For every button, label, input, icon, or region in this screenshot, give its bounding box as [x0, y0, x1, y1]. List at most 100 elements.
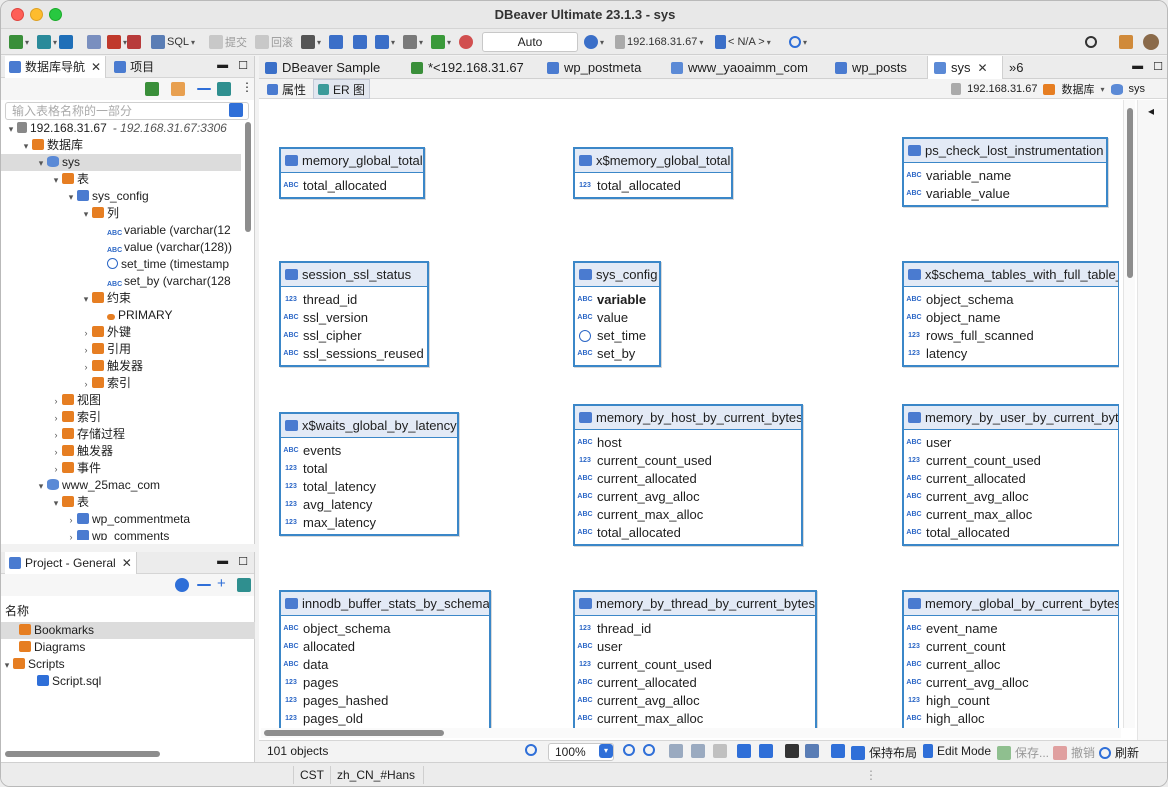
tree-item[interactable]: ▾约束 — [1, 290, 241, 307]
tab-project-general[interactable]: Project - General ✕ — [5, 551, 137, 574]
commit-button[interactable]: 提交 — [209, 33, 247, 51]
search-button[interactable]: ▾ — [789, 33, 807, 51]
chevron-down-icon[interactable]: ▾ — [38, 158, 44, 168]
transaction-mode-select[interactable]: Auto — [482, 32, 578, 52]
chevron-down-icon[interactable]: ▾ — [53, 175, 59, 185]
grid-button[interactable] — [691, 744, 705, 758]
tree-item[interactable]: ▾192.168.31.67- 192.168.31.67:3306 — [1, 120, 241, 137]
tree-item[interactable]: ›wp_comments — [1, 528, 241, 540]
dashboard-button[interactable] — [353, 33, 367, 51]
collapse-palette-icon[interactable]: ◂ — [1148, 104, 1155, 118]
chevron-down-icon[interactable]: ▾ — [83, 294, 89, 304]
collapse-all-icon[interactable] — [197, 88, 211, 90]
settings-button[interactable] — [459, 33, 473, 51]
editor-tab[interactable]: www_yaoaimm_com — [665, 56, 829, 79]
chevron-right-icon[interactable]: › — [54, 413, 58, 423]
breadcrumb-database[interactable]: 数据库 — [1061, 84, 1095, 96]
tree-item[interactable]: ›触发器 — [1, 358, 241, 375]
active-schema-select[interactable]: < N/A >▾ — [715, 33, 771, 51]
tree-item[interactable]: ›视图 — [1, 392, 241, 409]
new-folder-icon[interactable] — [171, 82, 185, 96]
print-button[interactable] — [785, 744, 799, 758]
zoom-dropdown-button[interactable]: ▾ — [599, 744, 613, 758]
edit-mode-button[interactable]: Edit Mode — [923, 744, 991, 758]
maximize-panel-button[interactable]: ☐ — [238, 60, 248, 72]
save-button[interactable]: 保存... — [997, 744, 1049, 761]
plugin-button[interactable] — [87, 33, 101, 51]
export-image-button[interactable] — [805, 744, 819, 758]
diagram-horizontal-scrollbar[interactable] — [261, 728, 1121, 738]
status-more-icon[interactable]: ⋮ — [865, 768, 877, 782]
tree-item[interactable]: ›触发器 — [1, 443, 241, 460]
tree-item[interactable]: ›wp_commentmeta — [1, 511, 241, 528]
outline-button[interactable] — [759, 744, 773, 758]
chevron-right-icon[interactable]: › — [84, 379, 88, 389]
chevron-right-icon[interactable]: › — [69, 515, 73, 525]
global-search-button[interactable] — [1085, 33, 1097, 51]
new-connection-icon[interactable] — [145, 82, 159, 96]
tree-item[interactable]: ▾表 — [1, 171, 241, 188]
breadcrumb-schema[interactable]: sys — [1128, 83, 1146, 95]
zoom-window-button[interactable] — [49, 8, 62, 21]
tree-item[interactable]: set_time (timestamp — [1, 256, 241, 273]
tree-item[interactable]: ▾www_25mac_com — [1, 477, 241, 494]
tree-item[interactable]: PRIMARY — [1, 307, 241, 324]
close-icon[interactable]: ✕ — [91, 59, 102, 74]
chevron-right-icon[interactable]: › — [54, 430, 58, 440]
tree-item[interactable]: ›引用 — [1, 341, 241, 358]
sql-editor-button[interactable]: SQL▾ — [151, 33, 195, 51]
zoom-search-button[interactable] — [525, 744, 537, 756]
keep-layout-button[interactable]: 保持布局 — [851, 744, 917, 761]
zoom-input[interactable]: 100% — [548, 743, 614, 761]
cancel-button[interactable] — [127, 33, 141, 51]
editor-tab[interactable]: sys✕ — [927, 56, 1003, 79]
connections-button[interactable] — [713, 744, 727, 758]
tree-item[interactable]: ›存储过程 — [1, 426, 241, 443]
chevron-down-icon[interactable]: ▾ — [8, 124, 14, 134]
history-button[interactable]: ▾ — [584, 33, 604, 51]
tab-database-navigator[interactable]: 数据库导航 ✕ — [5, 55, 107, 78]
lock-button[interactable] — [329, 33, 343, 51]
presentation-button[interactable] — [831, 744, 845, 758]
more-tabs-button[interactable]: »6 — [1003, 56, 1047, 79]
filter-icon[interactable] — [229, 103, 243, 117]
chevron-down-icon[interactable]: ▾ — [1100, 84, 1105, 94]
editor-tab[interactable]: DBeaver Sample — [259, 56, 405, 79]
project-item[interactable]: ▾Scripts — [1, 656, 255, 673]
user-avatar[interactable] — [1143, 33, 1159, 51]
schema-compare-button[interactable]: ▾ — [403, 33, 423, 51]
